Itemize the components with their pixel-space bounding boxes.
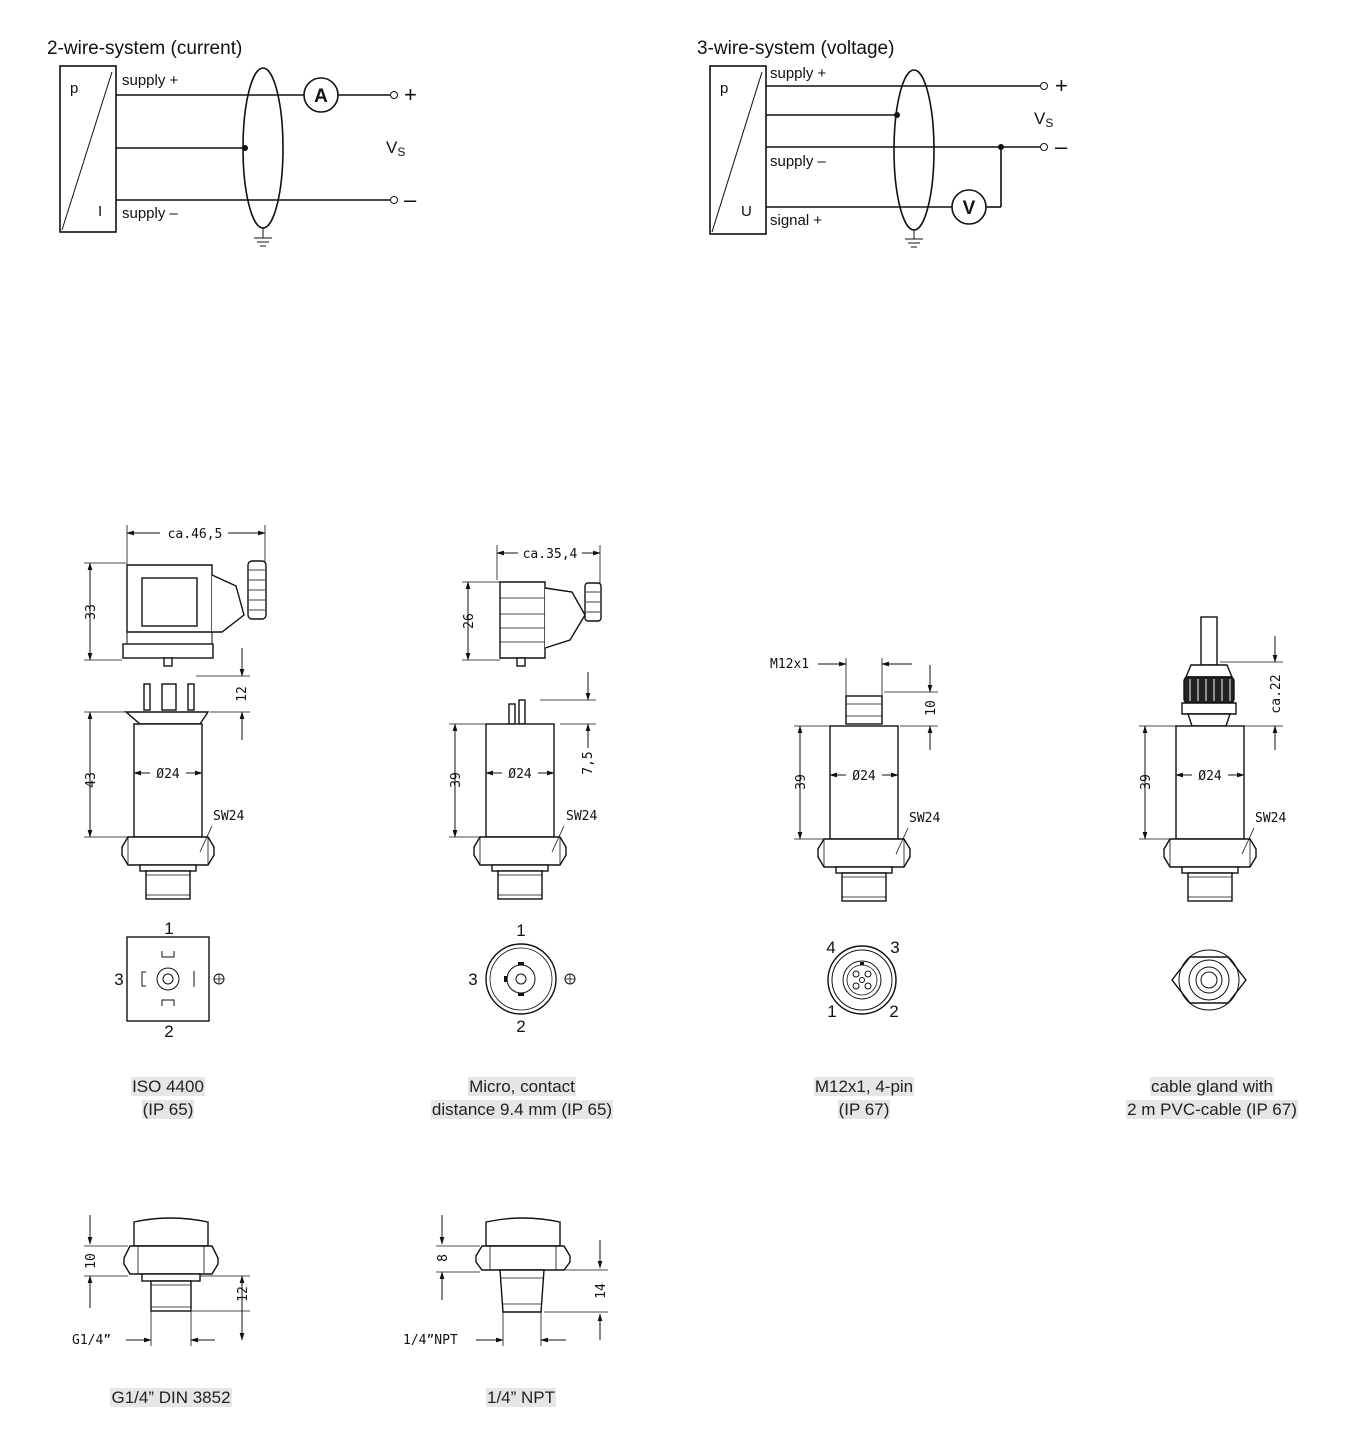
micro-gap-dim: 7,5	[581, 751, 596, 774]
m12-gap-dim: 10	[924, 700, 939, 716]
g14-caption: G1/4” DIN 3852	[71, 1386, 271, 1409]
two-wire-supply-minus-label: supply –	[122, 205, 179, 222]
three-wire-supply-plus-label: supply +	[770, 65, 827, 82]
three-wire-plus: +	[1055, 73, 1068, 98]
iso4400-drawing: ca.46,5 33 12 43	[84, 525, 267, 1041]
iso-wrench-dim: SW24	[213, 809, 244, 824]
m12-drawing: M12x1 10 39 Ø24 SW24 4 3	[770, 657, 940, 1021]
iso-pin-3: 3	[114, 970, 123, 989]
m12-wrench-dim: SW24	[909, 811, 940, 826]
micro-caption-line1: Micro, contact	[468, 1077, 576, 1096]
iso-gap-dim: 12	[235, 686, 250, 702]
ground-icon	[253, 231, 273, 247]
three-wire-transducer-box	[709, 65, 767, 235]
ammeter-label: A	[314, 86, 328, 107]
npt-thread-len-dim: 14	[594, 1283, 609, 1299]
micro-width-dim: ca.35,4	[523, 547, 578, 562]
iso4400-caption-line2: (IP 65)	[141, 1100, 195, 1119]
npt-caption: 1/4” NPT	[421, 1386, 621, 1409]
m12-body-dim: 39	[794, 774, 809, 790]
npt-thread-drawing: 8 14 1/4”NPT	[403, 1215, 609, 1348]
m12-caption: M12x1, 4-pin (IP 67)	[764, 1075, 964, 1121]
npt-hex-dim: 8	[436, 1254, 451, 1262]
cable-diameter-dim: Ø24	[1198, 769, 1222, 784]
three-wire-signal-plus-label: signal +	[770, 212, 822, 229]
m12-thread-dim: M12x1	[770, 657, 809, 672]
npt-thread-dim: 1/4”NPT	[403, 1333, 458, 1348]
two-wire-transducer-box	[59, 65, 117, 233]
three-wire-title: 3-wire-system (voltage)	[697, 38, 894, 59]
m12-pin-1: 1	[827, 1002, 836, 1021]
m12-pin-4: 4	[826, 938, 835, 957]
g14-thread-dim: G1/4”	[72, 1333, 111, 1348]
two-wire-vs-label: VS	[386, 138, 405, 159]
cable-caption-line2: 2 m PVC-cable (IP 67)	[1126, 1100, 1298, 1119]
micro-body-dim: 39	[449, 772, 464, 788]
g14-thread-drawing: 10 12 G1/4”	[72, 1215, 251, 1348]
cable-body-dim: 39	[1139, 774, 1154, 790]
iso-pin-1: 1	[164, 919, 173, 938]
iso-body-dim: 43	[84, 772, 99, 788]
three-wire-vs-label: VS	[1034, 109, 1053, 130]
cable-gland-dim: ca.22	[1269, 674, 1284, 713]
cable-shield	[893, 69, 935, 231]
m12-caption-line1: M12x1, 4-pin	[813, 1077, 915, 1096]
two-wire-i-label: I	[98, 203, 102, 220]
iso4400-caption: ISO 4400 (IP 65)	[68, 1075, 268, 1121]
micro-drawing: ca.35,4 26 7,5 39 Ø24 SW24	[449, 545, 602, 1036]
three-wire-diagram: 3-wire-system (voltage) p U supply + sup…	[697, 38, 1068, 248]
two-wire-diagram: 2-wire-system (current) p I supply + sup…	[47, 38, 417, 247]
two-wire-title: 2-wire-system (current)	[47, 38, 242, 59]
cable-gland-drawing: ca.22 39 Ø24 SW24	[1139, 616, 1286, 1011]
micro-pin-2: 2	[516, 1017, 525, 1036]
voltmeter-label: V	[963, 198, 976, 219]
three-wire-p-label: p	[720, 80, 728, 97]
iso4400-caption-line1: ISO 4400	[131, 1077, 205, 1096]
g14-caption-text: G1/4” DIN 3852	[110, 1388, 232, 1407]
micro-pin-1: 1	[516, 921, 525, 940]
micro-height-dim: 26	[462, 613, 477, 629]
three-wire-u-label: U	[741, 203, 752, 220]
cable-shield	[242, 67, 284, 229]
npt-caption-text: 1/4” NPT	[485, 1388, 557, 1407]
cable-wrench-dim: SW24	[1255, 811, 1286, 826]
iso-pin-2: 2	[164, 1022, 173, 1041]
micro-caption: Micro, contact distance 9.4 mm (IP 65)	[404, 1075, 640, 1121]
m12-diameter-dim: Ø24	[852, 769, 876, 784]
ground-icon	[904, 232, 924, 248]
two-wire-supply-plus-label: supply +	[122, 72, 179, 89]
two-wire-p-label: p	[70, 80, 78, 97]
micro-diameter-dim: Ø24	[508, 767, 532, 782]
two-wire-plus: +	[404, 82, 417, 107]
three-wire-minus: –	[1055, 134, 1068, 159]
m12-pin-3: 3	[890, 938, 899, 957]
micro-caption-line2: distance 9.4 mm (IP 65)	[430, 1100, 614, 1119]
iso-diameter-dim: Ø24	[156, 767, 180, 782]
micro-pin-3: 3	[468, 970, 477, 989]
m12-caption-line2: (IP 67)	[837, 1100, 891, 1119]
iso-height-dim: 33	[84, 604, 99, 620]
m12-pin-2: 2	[889, 1002, 898, 1021]
cable-caption: cable gland with 2 m PVC-cable (IP 67)	[1104, 1075, 1320, 1121]
g14-thread-len-dim: 12	[236, 1286, 251, 1302]
two-wire-minus: –	[404, 187, 417, 212]
three-wire-supply-minus-label: supply –	[770, 153, 827, 170]
iso-width-dim: ca.46,5	[168, 527, 223, 542]
cable-caption-line1: cable gland with	[1150, 1077, 1274, 1096]
micro-wrench-dim: SW24	[566, 809, 597, 824]
g14-hex-dim: 10	[84, 1253, 99, 1269]
